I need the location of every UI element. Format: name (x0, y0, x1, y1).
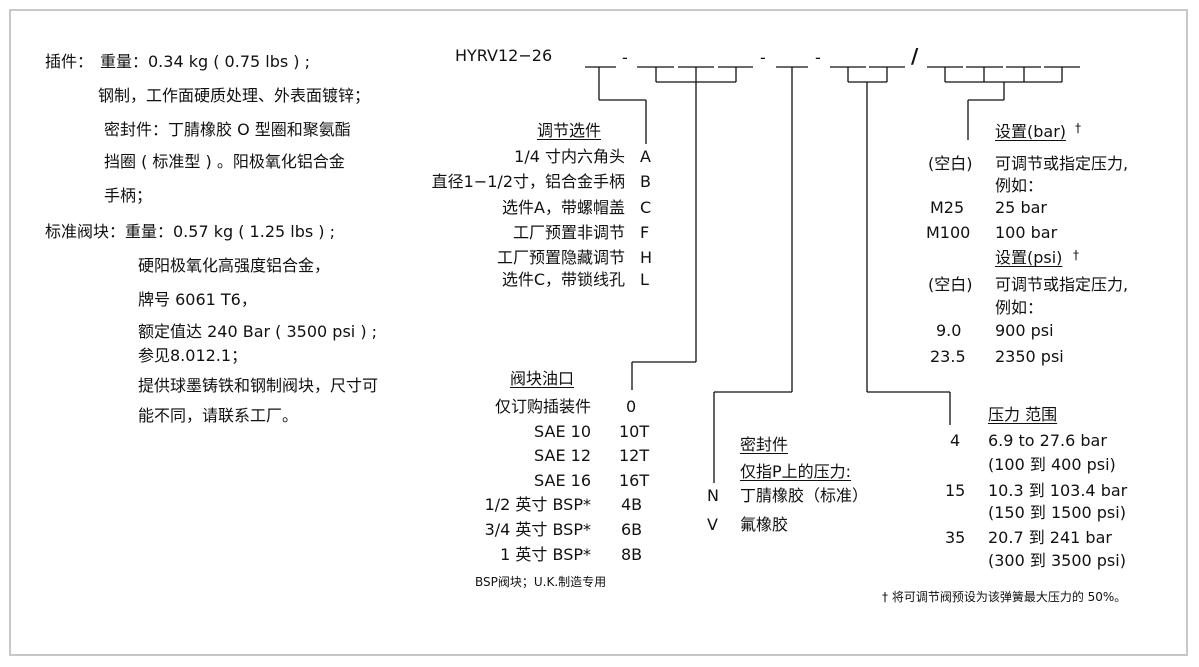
setting-bar-desc-m25: 25 bar (995, 198, 1047, 217)
adjustment-desc-b: 直径1−1/2寸，铝合金手柄 (431, 172, 625, 191)
port-code-16t: 16T (619, 471, 650, 490)
body-reference: 参见8.012.1； (138, 346, 248, 365)
port-desc-10t: SAE 10 (534, 422, 591, 441)
cartridge-seals: 密封件：丁腈橡胶 O 型圈和聚氨酯 (104, 120, 351, 139)
cartridge-handle: 手柄； (104, 186, 153, 205)
body-options: 提供球墨铸铁和钢制阀块，尺寸可 (138, 376, 379, 395)
setting-psi-blank-desc1: 可调节或指定压力, (995, 275, 1129, 294)
setting-bar-desc-m100: 100 bar (995, 223, 1058, 242)
setting-bar-blank-desc2: 例如： (995, 176, 1044, 195)
port-code-0: 0 (626, 397, 637, 416)
range-code-15: 15 (945, 481, 966, 500)
adjustment-code-l: L (640, 270, 649, 289)
seal-code-v: V (707, 515, 718, 534)
setting-psi-desc-9: 900 psi (995, 321, 1054, 340)
adjustment-code-h: H (640, 248, 653, 267)
body-weight: 重量：0.57 kg ( 1.25 lbs ) ; (125, 222, 336, 241)
setting-bar-code-m25: M25 (930, 198, 965, 217)
range-line2-4: (100 到 400 psi) (988, 455, 1116, 474)
adjustment-code-b: B (640, 172, 651, 191)
ports-note: BSP阀块；U.K.制造专用 (475, 575, 607, 589)
range-line1-35: 20.7 到 241 bar (988, 528, 1112, 547)
setting-bar-dagger: † (1075, 121, 1081, 135)
setting-psi-code-9: 9.0 (936, 321, 962, 340)
cartridge-material: 钢制，工作面硬质处理、外表面镀锌； (98, 86, 371, 105)
body-grade: 牌号 6061 T6， (138, 290, 257, 309)
adjustment-desc-l: 选件C，带锁线孔 (501, 270, 625, 289)
adjustment-desc-a: 1/4 寸内六角头 (514, 147, 625, 166)
seal-desc-v: 氟橡胶 (740, 515, 789, 534)
port-code-10t: 10T (619, 422, 650, 441)
seals-subtitle: 仅指P上的压力: (740, 462, 852, 481)
range-line2-15: (150 到 1500 psi) (988, 503, 1126, 522)
range-code-4: 4 (950, 431, 961, 450)
setting-psi-dagger: † (1073, 248, 1079, 262)
separator-1: - (622, 48, 628, 67)
port-desc-6b: 3/4 英寸 BSP* (484, 520, 591, 539)
body-rating: 额定值达 240 Bar ( 3500 psi ) ; (138, 322, 378, 341)
port-code-8b: 8B (621, 545, 643, 564)
setting-psi-blank-desc2: 例如： (995, 298, 1044, 317)
separator-2: - (760, 48, 766, 67)
cartridge-weight: 重量：0.34 kg ( 0.75 lbs ) ; (100, 52, 311, 71)
setting-psi-code-23: 23.5 (930, 347, 966, 366)
port-desc-8b: 1 英寸 BSP* (500, 545, 591, 564)
seals-title: 密封件 (740, 435, 789, 454)
separator-3: - (815, 48, 821, 67)
document-frame (9, 9, 1188, 656)
adjustment-desc-c: 选件A，带螺帽盖 (502, 198, 625, 217)
setting-bar-blank-desc1: 可调节或指定压力, (995, 154, 1129, 173)
seal-desc-n: 丁腈橡胶（标准） (740, 486, 869, 505)
setting-bar-title: 设置(bar) (995, 122, 1067, 141)
port-code-6b: 6B (621, 520, 643, 539)
body-contact: 能不同，请联系工厂。 (138, 406, 299, 425)
port-code-12t: 12T (619, 446, 650, 465)
cartridge-backup: 挡圈 ( 标准型 ) 。阳极氧化铝合金 (104, 152, 345, 171)
setting-psi-title: 设置(psi) (995, 248, 1063, 267)
adjustment-title: 调节选件 (537, 121, 602, 140)
range-code-35: 35 (945, 528, 966, 547)
adjustment-desc-h: 工厂预置隐藏调节 (496, 248, 625, 267)
port-code-4b: 4B (621, 495, 643, 514)
port-desc-12t: SAE 12 (534, 446, 591, 465)
setting-bar-blank-code: (空白) (928, 154, 973, 173)
body-material: 硬阳极氧化高强度铝合金， (138, 256, 331, 275)
model-code: HYRV12−26 (455, 46, 553, 65)
footnote: † 将可调节阀预设为该弹簧最大压力的 50%。 (882, 590, 1127, 604)
adjustment-code-a: A (640, 147, 651, 166)
ports-title: 阀块油口 (510, 369, 575, 388)
body-label: 标准阀块： (45, 222, 126, 241)
port-desc-4b: 1/2 英寸 BSP* (484, 495, 591, 514)
seal-code-n: N (707, 486, 719, 505)
setting-psi-desc-23: 2350 psi (995, 347, 1064, 366)
setting-psi-blank-code: (空白) (928, 275, 973, 294)
range-line1-4: 6.9 to 27.6 bar (988, 431, 1107, 450)
port-desc-16t: SAE 16 (534, 471, 591, 490)
adjustment-code-f: F (640, 223, 650, 242)
setting-bar-code-m100: M100 (926, 223, 971, 242)
range-line2-35: (300 到 3500 psi) (988, 551, 1126, 570)
adjustment-desc-f: 工厂预置非调节 (512, 223, 625, 242)
separator-slash: / (911, 44, 919, 68)
cartridge-label: 插件： (45, 52, 94, 71)
adjustment-code-c: C (640, 198, 652, 217)
range-title: 压力 范围 (988, 405, 1058, 424)
range-line1-15: 10.3 到 103.4 bar (988, 481, 1128, 500)
port-desc-0: 仅订购插装件 (494, 397, 591, 416)
